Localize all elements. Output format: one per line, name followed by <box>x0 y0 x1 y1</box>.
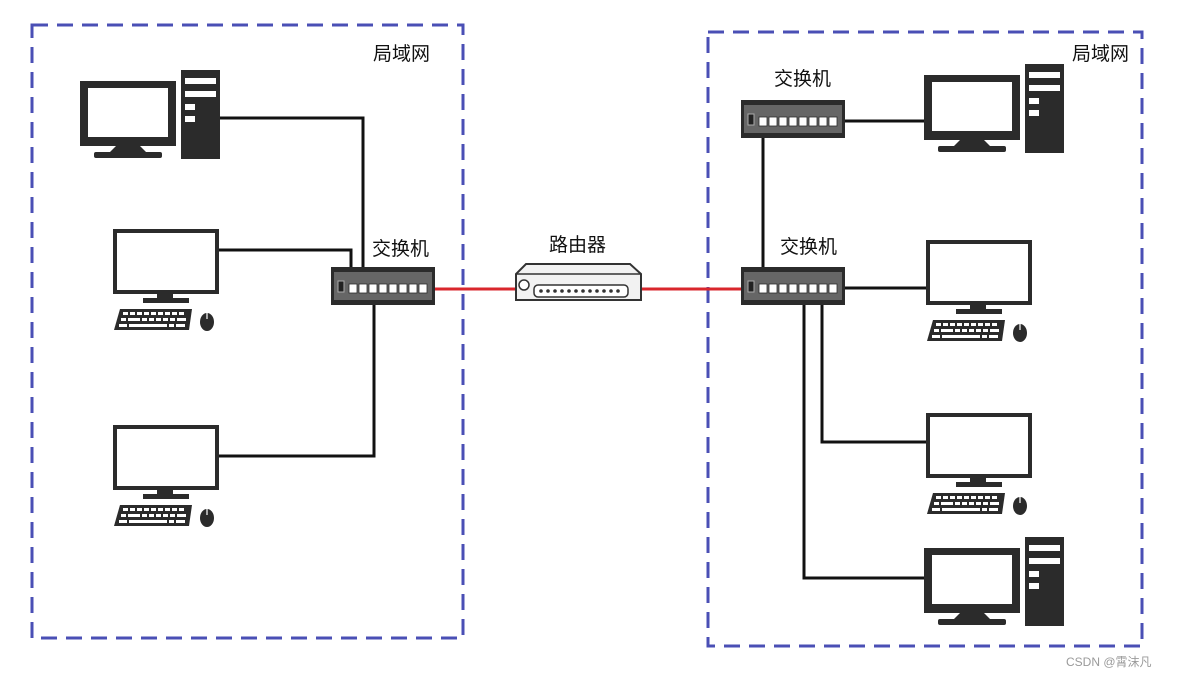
workstation-icon <box>925 412 1033 516</box>
switch-right-main-label: 交换机 <box>780 236 837 258</box>
lan-right-boundary <box>706 30 1144 648</box>
switch-left-label: 交换机 <box>372 238 429 260</box>
switch-icon <box>740 99 846 139</box>
workstation-icon <box>925 239 1033 343</box>
lan-left-label: 局域网 <box>373 43 430 65</box>
workstation-icon <box>112 424 220 528</box>
lan-right-cables <box>761 119 926 580</box>
watermark: CSDN @霄沫凡 <box>1066 655 1152 669</box>
router-label: 路由器 <box>549 234 606 256</box>
router-icon <box>515 263 642 301</box>
lan-left-boundary <box>30 23 465 640</box>
lan-left-cables <box>218 116 376 458</box>
lan-right-label: 局域网 <box>1072 43 1129 65</box>
desktop-tower-icon <box>924 64 1064 153</box>
workstation-icon <box>112 228 220 332</box>
desktop-tower-icon <box>80 70 220 159</box>
switch-icon <box>740 266 846 306</box>
switch-icon <box>330 266 436 306</box>
desktop-tower-icon <box>924 537 1064 626</box>
switch-right-top-label: 交换机 <box>774 68 831 90</box>
